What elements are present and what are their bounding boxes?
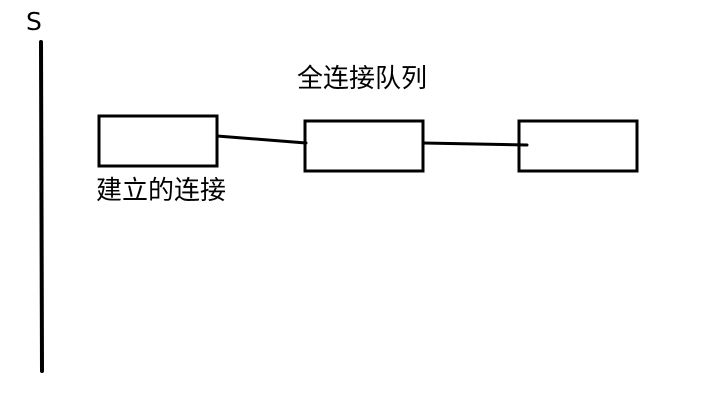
established-connection-label: 建立的连接 — [96, 176, 227, 206]
queue-node-3 — [517, 119, 639, 173]
queue-node-1 — [97, 114, 219, 168]
full-connection-queue-label: 全连接队列 — [297, 64, 428, 94]
link-node1-node2 — [215, 134, 308, 145]
link-node2-node3 — [421, 141, 529, 147]
server-timeline — [39, 40, 44, 373]
queue-node-2 — [303, 119, 425, 173]
server-label: S — [26, 7, 42, 36]
